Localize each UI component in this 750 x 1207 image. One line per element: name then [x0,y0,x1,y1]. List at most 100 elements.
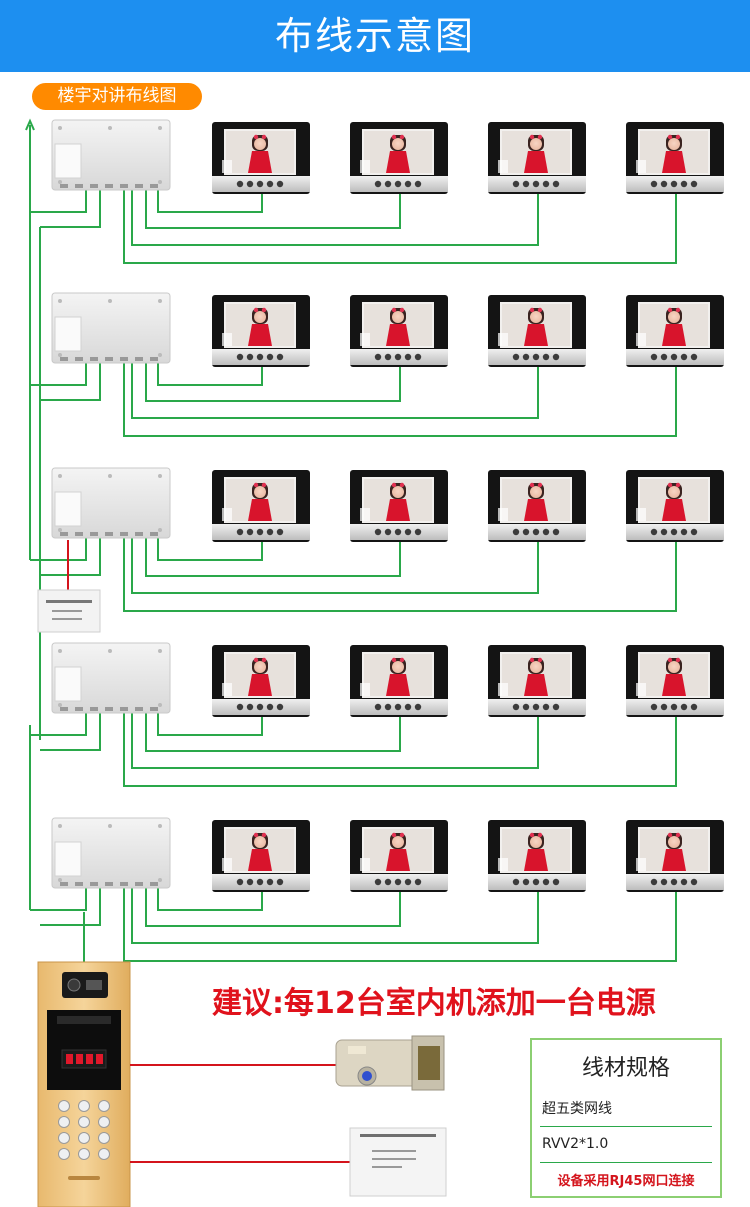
flower-accent [537,482,543,488]
keypad-key [58,1148,70,1160]
flower-accent [667,657,673,663]
monitor-button [690,180,698,188]
monitor-button [414,878,422,886]
monitor-button [680,353,688,361]
lock-highlight [348,1046,366,1054]
indoor-monitor [626,645,724,717]
room-window [498,160,508,173]
monitor-button [542,180,550,188]
rj45-port [90,357,98,361]
spec-divider [540,1162,712,1163]
rj45-port [105,357,113,361]
signal-wire [145,713,401,752]
monitor-button [512,528,520,536]
monitor-button [650,878,658,886]
monitor-button [394,180,402,188]
power-suggestion: 建议:每12台室内机添加一台电源 [212,986,656,1021]
floor-4 [30,642,724,787]
door-power-label [372,1158,416,1160]
red-dress [386,674,410,696]
flower-accent [399,657,405,663]
monitor-button [384,353,392,361]
screw [158,878,162,882]
monitor-button [404,180,412,188]
monitor-button [542,528,550,536]
indoor-monitor [350,122,448,194]
child-face [668,836,680,848]
room-window [498,333,508,346]
distributor-label [54,841,82,877]
red-dress [662,151,686,173]
flower-accent [391,307,397,313]
flower-accent [391,134,397,140]
monitor-button [384,180,392,188]
door-power-body [349,1127,447,1197]
distributor-label [54,666,82,702]
screw [108,474,112,478]
flower-accent [667,134,673,140]
monitor-button [414,528,422,536]
red-dress [248,499,272,521]
indoor-monitor [626,470,724,542]
monitor-button [532,528,540,536]
monitor-button [256,878,264,886]
floor-1 [30,119,724,264]
led-digit [96,1054,103,1064]
red-dress [386,849,410,871]
camera-module [62,972,108,998]
child-face [254,836,266,848]
flower-accent [529,482,535,488]
monitor-button [276,353,284,361]
signal-wire [123,538,677,612]
flower-accent [399,307,405,313]
monitor-button [690,528,698,536]
signal-wire [30,713,87,736]
screw [58,353,62,357]
ir-sensor [86,980,102,990]
screw [58,299,62,303]
rj45-port [75,882,83,886]
monitor-button [660,878,668,886]
room-window [636,683,646,696]
spec-note: 设备采用RJ45网口连接 [557,1174,695,1189]
keypad-key [78,1100,90,1112]
room-window [498,858,508,871]
signal-wire [30,363,87,386]
monitor-button [542,703,550,711]
rj45-port [150,357,158,361]
rj45-port [135,184,143,188]
floor-3 [30,467,724,612]
monitor-button [690,703,698,711]
flower-accent [667,832,673,838]
rj45-port [135,532,143,536]
monitor-button [532,353,540,361]
flower-accent [529,657,535,663]
monitor-button [394,528,402,536]
flower-accent [675,307,681,313]
signal-wire [157,538,263,561]
signal-wire [131,190,539,246]
signal-wire [30,190,87,213]
monitor-button [650,180,658,188]
monitor-button [404,703,412,711]
door-power-supply [349,1127,447,1197]
monitor-button [266,180,274,188]
red-dress [524,849,548,871]
monitor-button [266,878,274,886]
child-face [392,836,404,848]
room-window [222,683,232,696]
rj45-port [90,882,98,886]
keypad-key [98,1132,110,1144]
rj45-port [105,882,113,886]
red-dress [248,849,272,871]
flower-accent [667,482,673,488]
monitor-button [276,180,284,188]
monitor-button [532,878,540,886]
page-title: 布线示意图 [0,0,750,72]
rj45-port [120,184,128,188]
indoor-monitor [350,645,448,717]
monitor-button [660,180,668,188]
child-face [254,486,266,498]
child-face [530,661,542,673]
